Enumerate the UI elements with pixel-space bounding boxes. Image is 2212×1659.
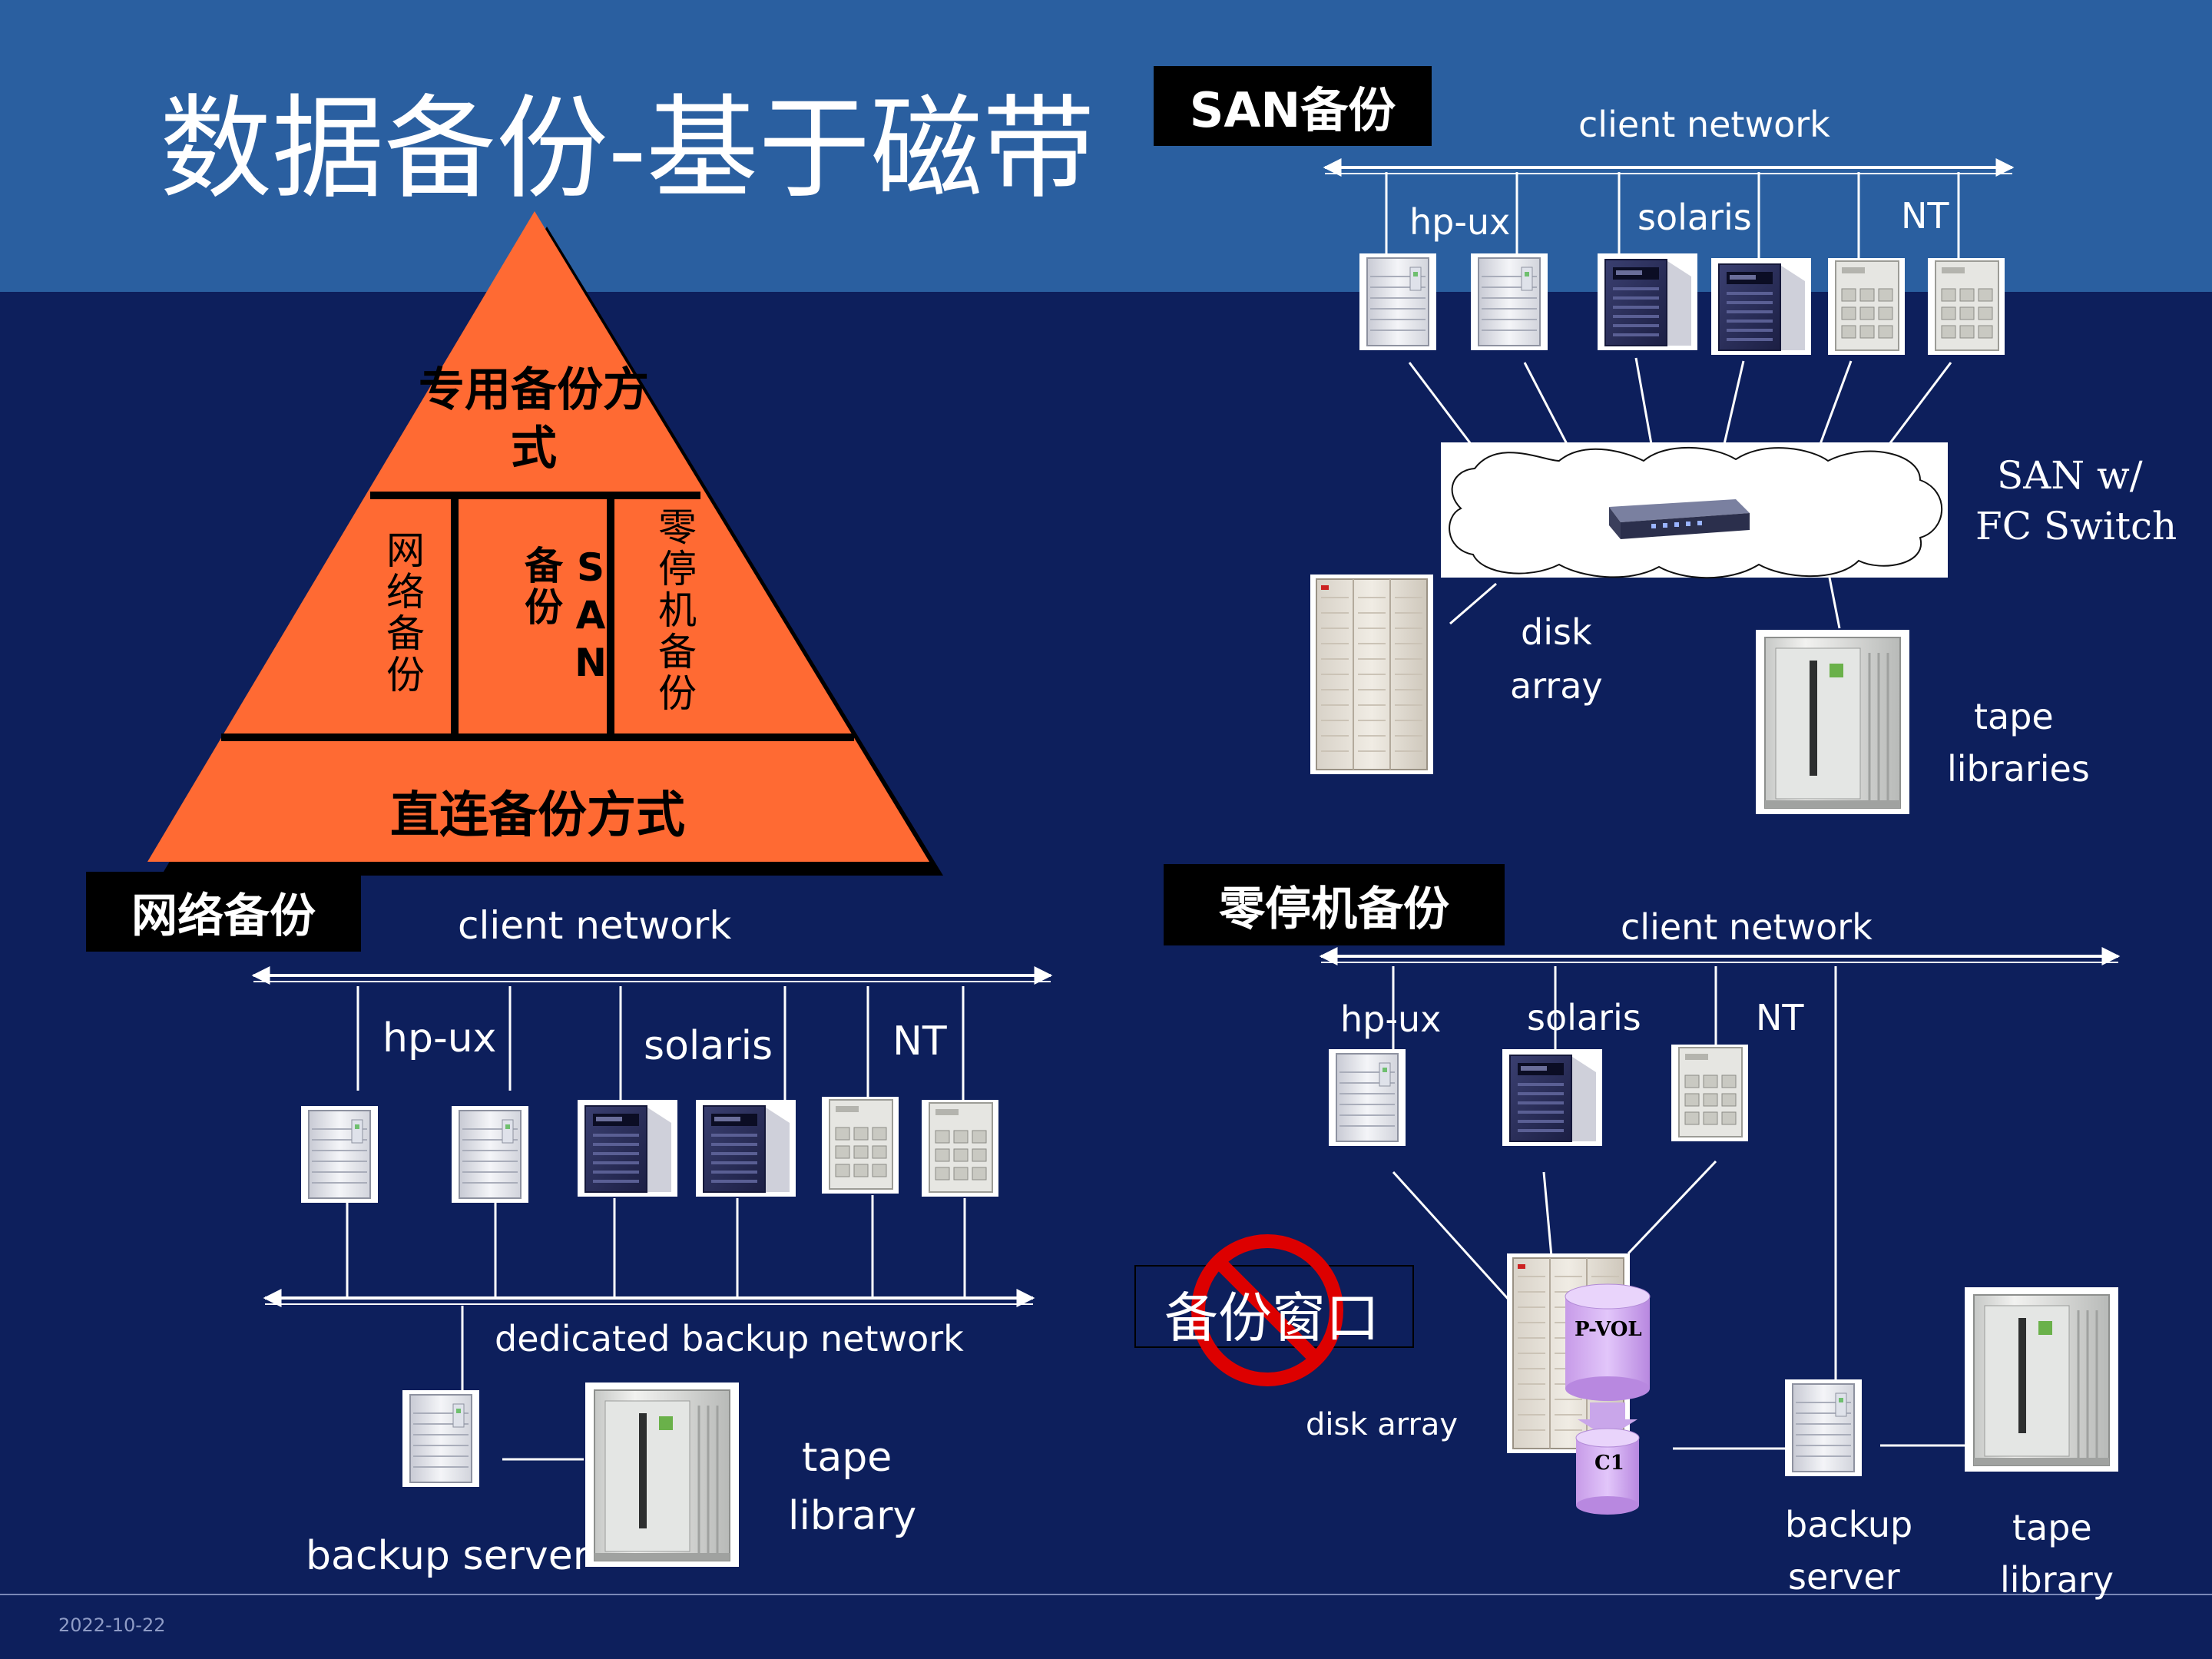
fc-switch-icon: [1609, 499, 1750, 539]
backup-window-label: 备份窗口: [1164, 1286, 1379, 1349]
san-nt-server-2: [1927, 257, 2005, 356]
san-disk-label-1: disk: [1521, 611, 1592, 653]
net-hpux-label: hp-ux: [382, 1015, 497, 1061]
net-solaris-label: solaris: [644, 1023, 773, 1069]
slide-date: 2022-10-22: [58, 1614, 166, 1636]
c1-label: C1: [1594, 1452, 1624, 1475]
backup-window-box: [1134, 1265, 1414, 1348]
pyramid-label-san: SAN备份: [518, 545, 613, 688]
zdb-nt-label: NT: [1756, 997, 1804, 1038]
san-hpux-server-1: [1359, 253, 1437, 351]
san-nt-server-1: [1827, 257, 1906, 356]
net-backup-network-label: dedicated backup network: [495, 1318, 964, 1359]
san-solaris-server-1: [1597, 253, 1698, 351]
zdb-client-network-label: client network: [1621, 906, 1873, 948]
san-nt-label: NT: [1901, 195, 1949, 237]
pyramid: [147, 211, 943, 876]
san-disk-label-2: array: [1510, 665, 1603, 707]
san-fabric-label-2: FC Switch: [1975, 504, 2177, 548]
no-sign-icon: [1191, 1234, 1343, 1386]
header-band: [0, 0, 2212, 292]
c1-cylinder: [1575, 1428, 1640, 1515]
zero-downtime-heading: 零停机备份: [1164, 864, 1505, 945]
net-backup-server-label: backup server: [306, 1533, 590, 1579]
net-client-network-label: client network: [458, 903, 732, 948]
zero-downtime-diagram: [1134, 947, 2121, 1515]
zdb-tape-label-2: library: [2000, 1559, 2114, 1601]
san-heading: SAN备份: [1154, 66, 1432, 146]
san-hpux-label: hp-ux: [1409, 201, 1511, 243]
zdb-tape-label-1: tape: [2012, 1507, 2092, 1548]
pyramid-top-label: 专用备份方式: [419, 363, 649, 475]
copy-arrow: [1578, 1402, 1637, 1438]
pyramid-label-zero-downtime: 零停机备份: [652, 507, 697, 714]
san-tape-label-2: libraries: [1947, 748, 2090, 790]
slide-title: 数据备份-基于磁带: [160, 84, 1095, 214]
network-backup-heading: 网络备份: [86, 872, 361, 952]
san-solaris-server-2: [1710, 257, 1812, 356]
pyramid-label-network: 网络备份: [380, 530, 425, 696]
net-tape-label-1: tape: [802, 1435, 892, 1481]
pvol-label: P-VOL: [1575, 1318, 1642, 1341]
san-tape-libraries: [1754, 628, 1911, 816]
san-disk-array: [1310, 574, 1434, 775]
zdb-hpux-label: hp-ux: [1340, 998, 1442, 1040]
san-diagram: [1310, 158, 2015, 816]
net-tape-label-2: library: [788, 1493, 917, 1539]
san-hpux-server-2: [1470, 253, 1548, 351]
san-solaris-label: solaris: [1637, 197, 1752, 238]
pyramid-bottom-label: 直连备份方式: [390, 787, 685, 844]
zdb-disk-array-label: disk array: [1306, 1407, 1459, 1442]
san-client-network-label: client network: [1578, 104, 1830, 145]
san-tape-label-1: tape: [1974, 696, 2054, 737]
net-nt-label: NT: [892, 1018, 947, 1065]
san-fabric-label-1: SAN w/: [1997, 453, 2143, 498]
zdb-server-label-2: server: [1788, 1556, 1900, 1598]
pvol-cylinder: [1565, 1283, 1651, 1401]
zdb-solaris-label: solaris: [1527, 997, 1641, 1038]
zdb-server-label-1: backup: [1785, 1504, 1913, 1545]
network-backup-diagram: [251, 966, 1053, 1568]
